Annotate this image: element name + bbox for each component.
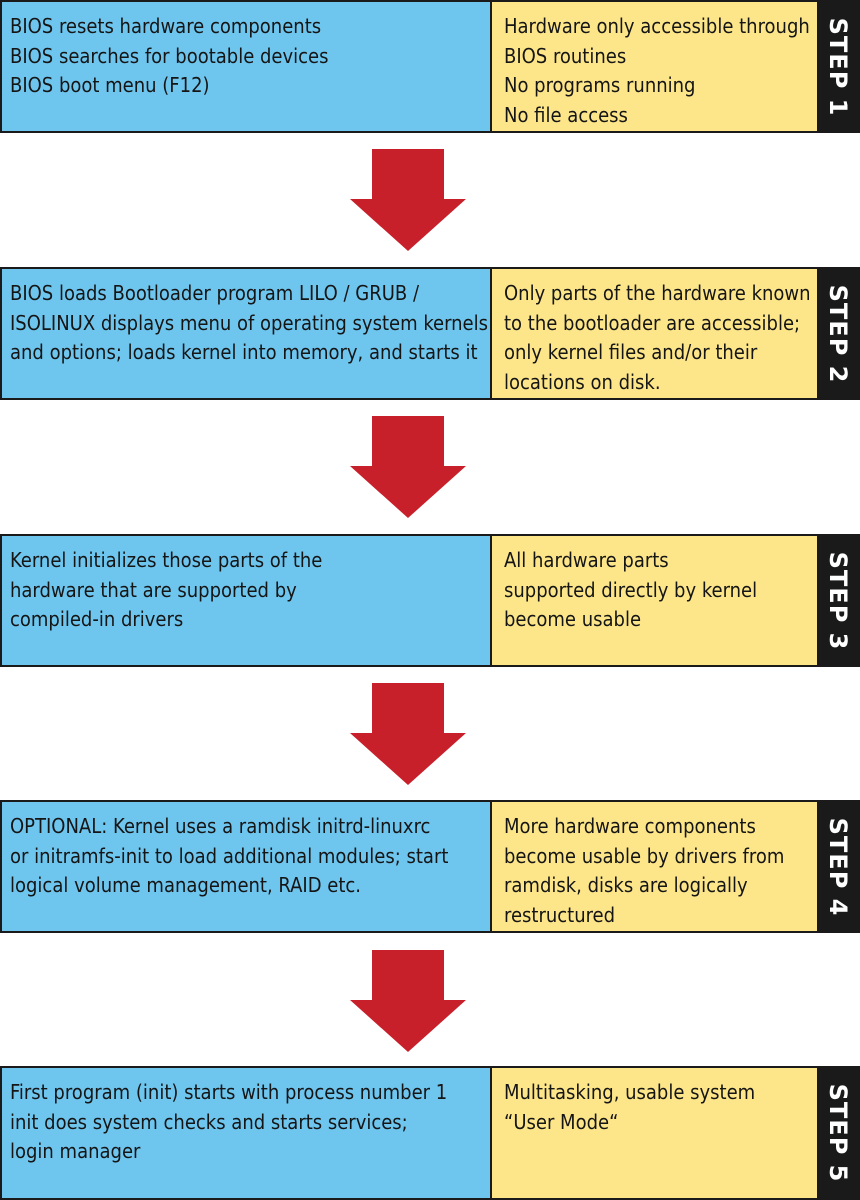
- step-5-process-panel: First program (init) starts with process…: [2, 1068, 492, 1198]
- state-text-line: ramdisk, disks are logically: [504, 873, 748, 897]
- step-2-state-panel: Only parts of the hardware known to the b…: [492, 269, 817, 398]
- state-text-line: “User Mode“: [504, 1109, 619, 1134]
- process-text-line: ISOLINUX displays menu of operating syst…: [10, 310, 488, 335]
- step-3-process-panel: Kernel initializes those parts of the har…: [2, 536, 492, 665]
- state-text-line: supported directly by kernel: [504, 577, 758, 602]
- state-text-line: All hardware parts: [504, 548, 669, 572]
- process-text-line: logical volume management, RAID etc.: [10, 873, 362, 897]
- down-arrow-icon: [350, 149, 466, 251]
- step-3-state-panel: All hardware parts supported directly by …: [492, 536, 817, 665]
- state-text-line: More hardware components: [504, 814, 756, 838]
- step-3-tab: STEP 3: [817, 536, 858, 665]
- state-text-line: become usable: [504, 607, 642, 631]
- process-text-line: hardware that are supported by: [10, 577, 297, 602]
- process-text-line: or initramfs-init to load additional mod…: [10, 843, 449, 868]
- process-text-line: First program (init) starts with process…: [10, 1080, 448, 1104]
- state-text-line: Only parts of the hardware known: [504, 281, 811, 305]
- step-row-5: First program (init) starts with process…: [0, 1066, 860, 1200]
- step-5-tab: STEP 5: [817, 1068, 858, 1198]
- step-label: STEP 4: [823, 817, 852, 916]
- step-label: STEP 3: [823, 551, 852, 650]
- step-label: STEP 1: [823, 17, 852, 116]
- step-label: STEP 5: [823, 1083, 852, 1183]
- state-text-line: restructured: [504, 902, 616, 927]
- step-4-tab: STEP 4: [817, 802, 858, 931]
- state-text-line: locations on disk.: [504, 369, 661, 394]
- process-text-line: Kernel initializes those parts of the: [10, 548, 323, 572]
- state-text-line: BIOS routines: [504, 43, 627, 68]
- step-label: STEP 2: [823, 284, 852, 383]
- step-2-process-panel: BIOS loads Bootloader program LILO / GRU…: [2, 269, 492, 398]
- state-text-line: to the bootloader are accessible;: [504, 310, 801, 335]
- step-4-state-panel: More hardware components become usable by…: [492, 802, 817, 931]
- down-arrow-icon: [350, 683, 466, 785]
- step-1-tab: STEP 1: [817, 2, 858, 131]
- process-text-line: BIOS loads Bootloader program LILO / GRU…: [10, 281, 420, 305]
- process-text-line: init does system checks and starts servi…: [10, 1109, 408, 1134]
- process-text-line: BIOS resets hardware components: [10, 14, 322, 38]
- process-text-line: BIOS searches for bootable devices: [10, 43, 329, 68]
- state-text-line: only kernel files and/or their: [504, 340, 758, 364]
- process-text-line: OPTIONAL: Kernel uses a ramdisk initrd-l…: [10, 814, 431, 838]
- process-text-line: and options; loads kernel into memory, a…: [10, 340, 478, 364]
- process-text-line: login manager: [10, 1139, 141, 1163]
- down-arrow-icon: [350, 416, 466, 518]
- down-arrow-icon: [350, 950, 466, 1052]
- state-text-line: No programs running: [504, 73, 696, 97]
- state-text-line: become usable by drivers from: [504, 843, 785, 868]
- step-5-state-panel: Multitasking, usable system “User Mode“: [492, 1068, 817, 1198]
- state-text-line: No file access: [504, 102, 628, 127]
- step-2-tab: STEP 2: [817, 269, 858, 398]
- process-text-line: BIOS boot menu (F12): [10, 73, 210, 97]
- process-text-line: compiled-in drivers: [10, 607, 184, 631]
- state-text-line: Multitasking, usable system: [504, 1080, 756, 1104]
- state-text-line: Hardware only accessible through: [504, 14, 810, 38]
- step-row-3: Kernel initializes those parts of the har…: [0, 534, 860, 667]
- step-row-2: BIOS loads Bootloader program LILO / GRU…: [0, 267, 860, 400]
- step-4-process-panel: OPTIONAL: Kernel uses a ramdisk initrd-l…: [2, 802, 492, 931]
- step-row-4: OPTIONAL: Kernel uses a ramdisk initrd-l…: [0, 800, 860, 933]
